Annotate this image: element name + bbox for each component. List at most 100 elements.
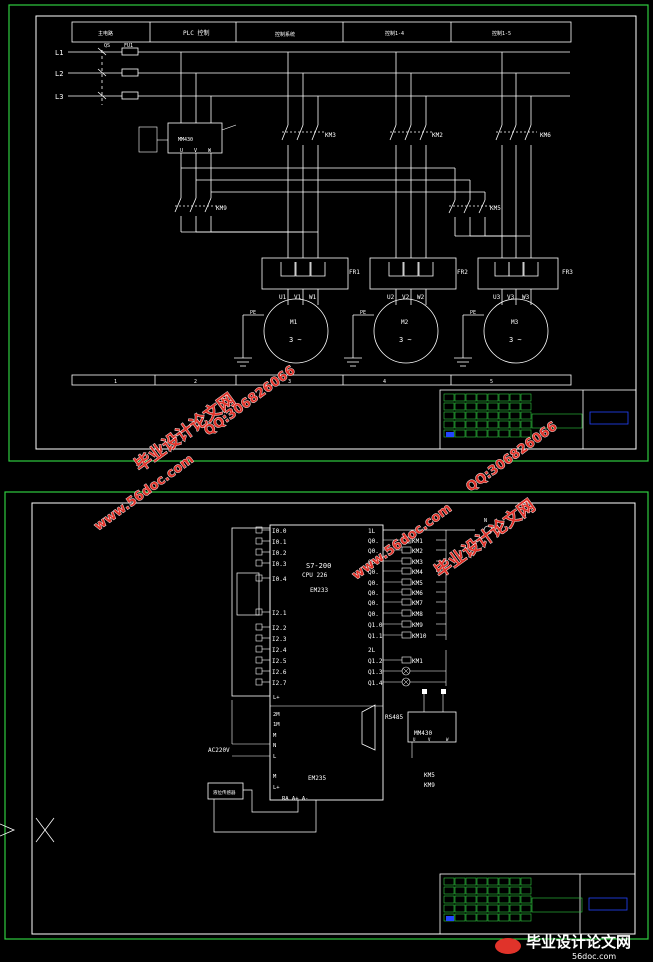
km-bottom-label: KM5 bbox=[424, 772, 435, 779]
motor-terminal-label: V1 bbox=[294, 294, 302, 301]
footer-logo: 毕业设计论文网 56doc.com bbox=[495, 933, 631, 961]
coil bbox=[401, 578, 412, 586]
motor-phase: 3 ~ bbox=[399, 336, 412, 344]
coil bbox=[401, 536, 412, 544]
contactor-label: KM2 bbox=[432, 132, 443, 139]
plc-output-label: Q1.4 bbox=[368, 680, 383, 687]
sensor-wire bbox=[213, 799, 317, 833]
motor-label: M2 bbox=[401, 319, 409, 326]
input-contact bbox=[255, 548, 263, 556]
sheet2-inner-frame bbox=[31, 502, 636, 935]
plc-output-label: Q0. bbox=[368, 611, 379, 618]
header-cell: 控制1-4 bbox=[385, 30, 404, 37]
plc-input-label: I2.3 bbox=[272, 636, 287, 643]
coil-label: KM6 bbox=[412, 590, 423, 597]
plc-left-terminal: M bbox=[273, 733, 277, 739]
pe-grounds bbox=[234, 314, 484, 367]
pe-label: PE bbox=[360, 310, 366, 316]
plc-output-label: Q1.2 bbox=[368, 658, 383, 665]
plc-input-label: I2.5 bbox=[272, 658, 287, 665]
plc-input-label: I2.2 bbox=[272, 625, 287, 632]
plc-output-label: Q0. bbox=[368, 600, 379, 607]
plc-output-label: Q0. bbox=[368, 580, 379, 587]
plc-input-label: I0.1 bbox=[272, 539, 287, 546]
input-contact bbox=[255, 667, 263, 675]
plc-input-label: I0.4 bbox=[272, 576, 287, 583]
plc-left-terminal: N bbox=[273, 743, 276, 749]
n-terminal bbox=[483, 525, 493, 535]
coil-label: KM4 bbox=[412, 569, 423, 576]
coil bbox=[401, 620, 412, 628]
motor-terminal-label: V3 bbox=[507, 294, 515, 301]
coil bbox=[401, 557, 412, 565]
plc-input-label: I0.2 bbox=[272, 550, 287, 557]
contactor-label: KM9 bbox=[216, 205, 227, 212]
inverter-term: U bbox=[180, 148, 183, 154]
coil-label: KM8 bbox=[412, 611, 423, 618]
contactor-label: KM6 bbox=[540, 132, 551, 139]
cross-marker bbox=[35, 817, 55, 843]
plc-output-label: Q0. bbox=[368, 538, 379, 545]
plc-left-terminal: M bbox=[273, 774, 277, 780]
rs485-connector bbox=[361, 704, 376, 751]
plc-input-label: I2.6 bbox=[272, 669, 287, 676]
footer-cell: 2 bbox=[194, 379, 197, 385]
inverter-term: U bbox=[413, 737, 416, 742]
overload-relays: FR1 FR2 FR3 bbox=[261, 257, 573, 290]
inverter-switch bbox=[422, 689, 427, 694]
motor-m2 bbox=[373, 298, 439, 364]
coil-label: KM3 bbox=[412, 559, 423, 566]
plc-em235: EM235 bbox=[308, 775, 326, 782]
input-contact bbox=[255, 656, 263, 664]
input-contact bbox=[255, 537, 263, 545]
inverter-term: W bbox=[208, 148, 212, 154]
line-label: L1 bbox=[55, 49, 63, 57]
plc-output-label: Q0. bbox=[368, 569, 379, 576]
plc-input-label: I2.4 bbox=[272, 647, 287, 654]
plc-input-label: I0.3 bbox=[272, 561, 287, 568]
input-subpanel bbox=[236, 572, 260, 616]
coil bbox=[401, 631, 412, 639]
footer-cell: 4 bbox=[383, 379, 386, 385]
sensor-label: 液位传感器 bbox=[213, 789, 236, 796]
motor-m1 bbox=[263, 298, 329, 364]
power-lines bbox=[68, 47, 570, 105]
plc-input-label: I0.0 bbox=[272, 528, 287, 535]
plc-left-terminal: 2M bbox=[273, 712, 280, 718]
input-contact bbox=[255, 645, 263, 653]
footer-cell: 3 bbox=[288, 379, 291, 385]
sensor-box bbox=[207, 782, 244, 800]
footer-cell: 5 bbox=[490, 379, 493, 385]
coil-label: KM7 bbox=[412, 600, 423, 607]
plc-left-terminal: L+ bbox=[273, 785, 280, 791]
plc-left-terminal: 1M bbox=[273, 722, 280, 728]
sheet1-header-strip: 主电路 PLC 控制 控制系统 控制1-4 控制1-5 bbox=[71, 21, 572, 43]
footer-site: 56doc.com bbox=[572, 952, 616, 961]
inverter-term: V bbox=[428, 737, 431, 742]
coil-label: KM2 bbox=[412, 548, 423, 555]
sheet2-outer-frame bbox=[4, 491, 649, 940]
coil bbox=[401, 609, 412, 617]
motors: M1 M2 M3 3 ~ 3 ~ 3 ~ bbox=[263, 298, 549, 364]
input-contact bbox=[255, 623, 263, 631]
motor-label: M3 bbox=[511, 319, 519, 326]
sheet1-outer-frame bbox=[8, 4, 649, 462]
watermarks: 毕业设计论文网 www.56doc.com QQ:306826066 毕业设计论… bbox=[91, 363, 561, 584]
plc-output-label: 1L bbox=[368, 528, 376, 535]
pe-label: PE bbox=[250, 310, 256, 316]
n-label: N bbox=[484, 518, 487, 524]
logo-mark bbox=[495, 938, 521, 954]
input-contact bbox=[255, 678, 263, 686]
coil bbox=[401, 656, 412, 664]
fr-label: FR2 bbox=[457, 269, 468, 276]
header-cell: 主电路 bbox=[98, 30, 113, 37]
sheet-2: S7-200 CPU 226 EM233 EM235 I0.0I0.1I0.2I… bbox=[0, 491, 649, 940]
coil-label: KM1 bbox=[412, 658, 423, 665]
footer-brand: 毕业设计论文网 bbox=[526, 933, 631, 951]
contactor-label: KM5 bbox=[490, 205, 501, 212]
coil-label: KM10 bbox=[412, 633, 427, 640]
sheet2-title-block bbox=[439, 873, 636, 935]
motor-m3 bbox=[483, 298, 549, 364]
contactor-label: KM3 bbox=[325, 132, 336, 139]
